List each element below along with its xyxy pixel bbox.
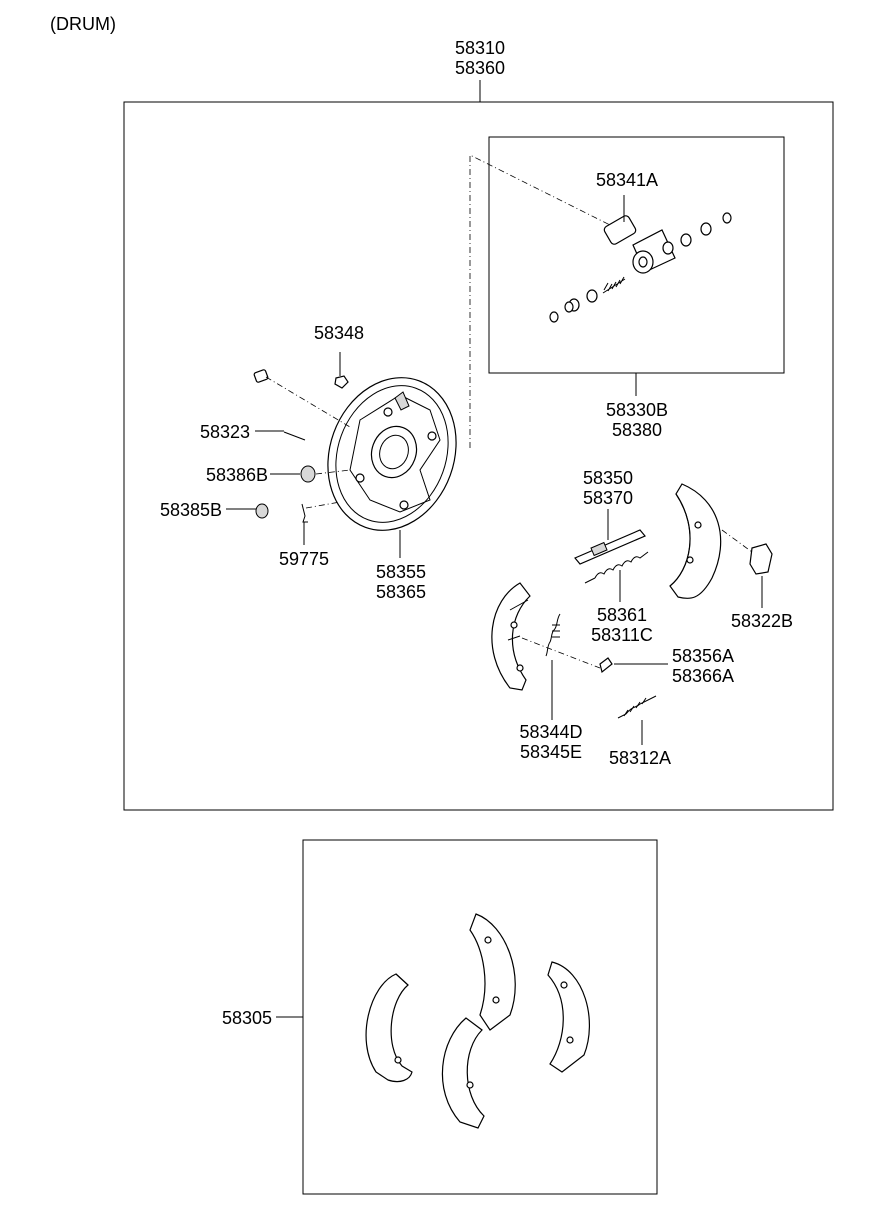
clip-part <box>301 501 341 545</box>
wheel-cylinder-parts <box>549 195 732 323</box>
hold-spring-part <box>617 695 657 745</box>
shoe-plate-part <box>749 543 773 608</box>
callout-plug-bolt: 58385B <box>159 500 222 520</box>
callout-hold-spring: 58312A <box>608 748 672 768</box>
shoe-kit-frame <box>302 839 658 1195</box>
left-shoe-part <box>491 582 531 691</box>
assembly-frame <box>123 101 834 811</box>
bleeder-part <box>334 352 349 389</box>
right-shoe-part <box>669 483 753 599</box>
plug-bolt-part <box>226 503 269 519</box>
wheel-cylinder-dash-link <box>469 154 621 448</box>
adjuster-spring-part <box>584 551 649 602</box>
strut-part <box>521 637 668 674</box>
plug-b-part <box>270 465 351 483</box>
shoe-kit-parts <box>365 913 591 1129</box>
backing-plate <box>327 377 457 558</box>
callout-bleeder: 58348 <box>313 323 365 343</box>
callout-shoe-kit: 58305 <box>221 1008 272 1028</box>
callout-shoe-plate: 58322B <box>730 611 794 631</box>
adjuster-part <box>574 509 646 565</box>
callout-wheel-cylinder-gasket: 58341A <box>595 170 659 190</box>
pin-part <box>253 369 351 441</box>
callout-pin: 58323 <box>199 422 250 442</box>
callout-clip: 59775 <box>278 549 330 569</box>
callout-plug-b: 58386B <box>205 465 268 485</box>
variant-label: (DRUM) <box>50 14 116 34</box>
return-spring-part <box>545 613 561 720</box>
